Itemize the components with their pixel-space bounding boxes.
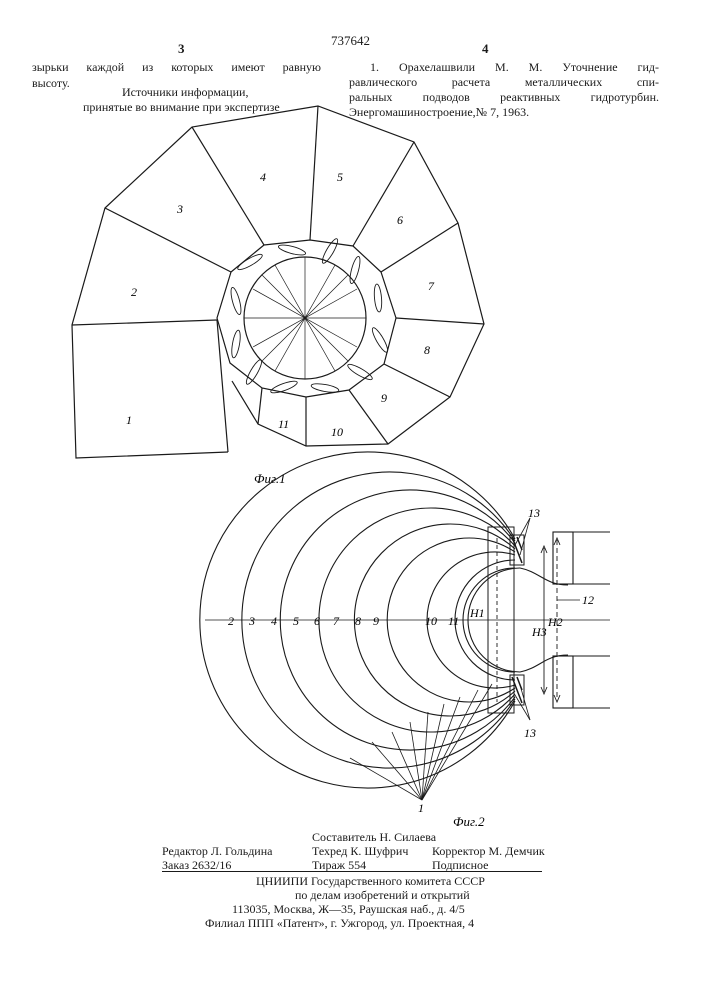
branch-address: Филиал ППП «Патент», г. Ужгород, ул. Про… [205, 915, 474, 931]
fig1-section-1: 1 [126, 413, 132, 427]
fig2-label-9: 9 [373, 614, 379, 628]
fig1-section-6: 6 [397, 213, 403, 227]
fig2-label-8: 8 [355, 614, 361, 628]
fig2-label-4: 4 [271, 614, 277, 628]
fig2-label-11: 11 [448, 614, 459, 628]
fig2-label-h1: H1 [469, 606, 485, 620]
fig1-diameters [244, 257, 366, 379]
fig1-section-10: 10 [331, 425, 343, 439]
fig2-label-7: 7 [333, 614, 340, 628]
fig1-section-11: 11 [278, 417, 289, 431]
fig2-caption: Фиг.2 [453, 814, 485, 829]
fig2-label-13-bottom: 13 [524, 726, 536, 740]
fig1-section-5: 5 [337, 170, 343, 184]
fig1-section-9: 9 [381, 391, 387, 405]
figure-1: 1 2 3 4 5 6 7 8 9 10 11 [72, 106, 484, 458]
fig2-label-10: 10 [425, 614, 437, 628]
fig1-section-2: 2 [131, 285, 137, 299]
fig2-label-1: 1 [418, 801, 424, 815]
fig2-leader-lines-1 [350, 684, 492, 800]
fig2-label-6: 6 [314, 614, 320, 628]
fig1-section-8: 8 [424, 343, 430, 357]
fig2-label-3: 3 [248, 614, 255, 628]
figure-2: 2 3 4 5 6 7 8 9 10 11 H1 H3 H2 12 13 13 … [200, 452, 610, 815]
fig2-label-h2: H2 [547, 615, 563, 629]
fig2-label-12: 12 [582, 593, 594, 607]
fig1-section-3: 3 [176, 202, 183, 216]
fig1-outer-contour [72, 106, 484, 458]
fig2-label-13-top: 13 [528, 506, 540, 520]
fig2-label-5: 5 [293, 614, 299, 628]
fig1-section-7: 7 [428, 279, 435, 293]
fig2-label-h3: H3 [531, 625, 547, 639]
fig1-section-4: 4 [260, 170, 266, 184]
fig2-label-2: 2 [228, 614, 234, 628]
footer-divider [162, 871, 542, 872]
